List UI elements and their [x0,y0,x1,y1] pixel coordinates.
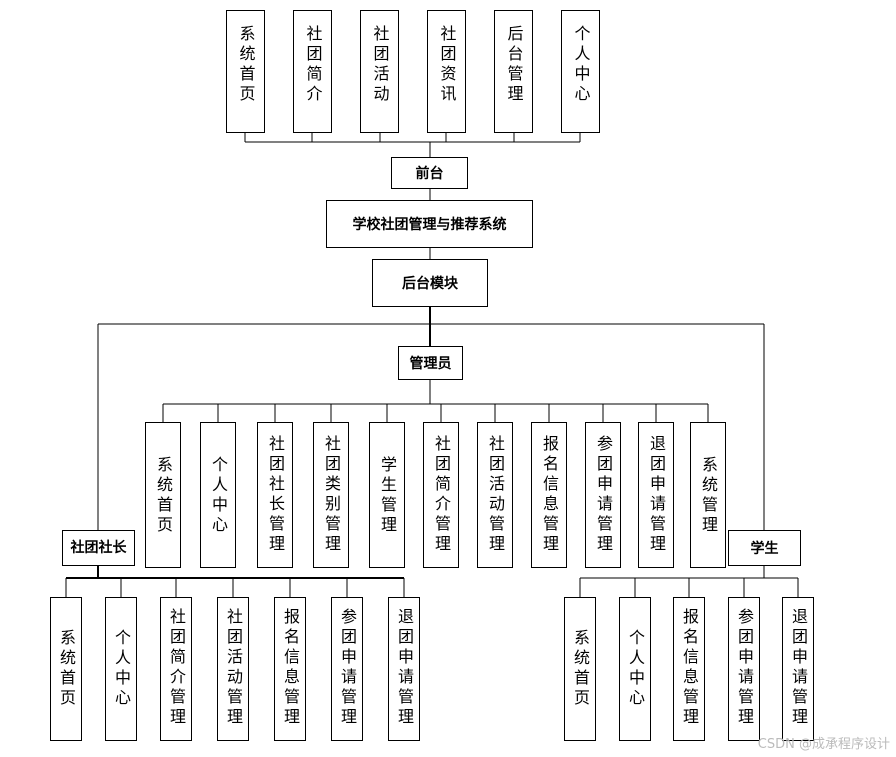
student-item: 报名信息管理 [673,597,705,741]
admin-item: 社团社长管理 [257,422,293,568]
student-item: 个人中心 [619,597,651,741]
admin-item: 退团申请管理 [638,422,674,568]
frontend-item: 个人中心 [561,10,600,133]
club-leader-item: 社团活动管理 [217,597,249,741]
admin-item: 系统首页 [145,422,181,568]
admin-item: 系统管理 [690,422,726,568]
frontend-item: 社团资讯 [427,10,466,133]
club-leader-item: 退团申请管理 [388,597,420,741]
student-item: 退团申请管理 [782,597,814,741]
admin-label: 管理员 [409,356,452,372]
student-item: 参团申请管理 [728,597,760,741]
root-node: 学校社团管理与推荐系统 [326,200,533,248]
frontend-item: 社团活动 [360,10,399,133]
admin-item: 社团简介管理 [423,422,459,568]
club-leader-item: 社团简介管理 [160,597,192,741]
student-node: 学生 [728,530,801,566]
frontend-item: 后台管理 [494,10,533,133]
backend-module-node: 后台模块 [372,259,488,307]
club-leader-item: 参团申请管理 [331,597,363,741]
root-label: 学校社团管理与推荐系统 [352,217,507,233]
admin-node: 管理员 [398,346,463,380]
frontend-item: 社团简介 [293,10,332,133]
backend-module-label: 后台模块 [402,276,458,292]
admin-item: 参团申请管理 [585,422,621,568]
admin-item: 社团活动管理 [477,422,513,568]
student-label: 学生 [750,541,779,557]
club-leader-item: 个人中心 [105,597,137,741]
admin-item: 报名信息管理 [531,422,567,568]
student-item: 系统首页 [564,597,596,741]
admin-item: 学生管理 [369,422,405,568]
frontend-item: 系统首页 [226,10,265,133]
admin-item: 社团类别管理 [313,422,349,568]
frontend-label: 前台 [415,166,444,182]
club-leader-item: 系统首页 [50,597,82,741]
frontend-node: 前台 [391,157,468,189]
watermark-text: CSDN @成承程序设计 [757,737,890,752]
admin-item: 个人中心 [200,422,236,568]
club-leader-item: 报名信息管理 [274,597,306,741]
club-leader-node: 社团社长 [62,530,135,566]
club-leader-label: 社团社长 [70,539,127,556]
